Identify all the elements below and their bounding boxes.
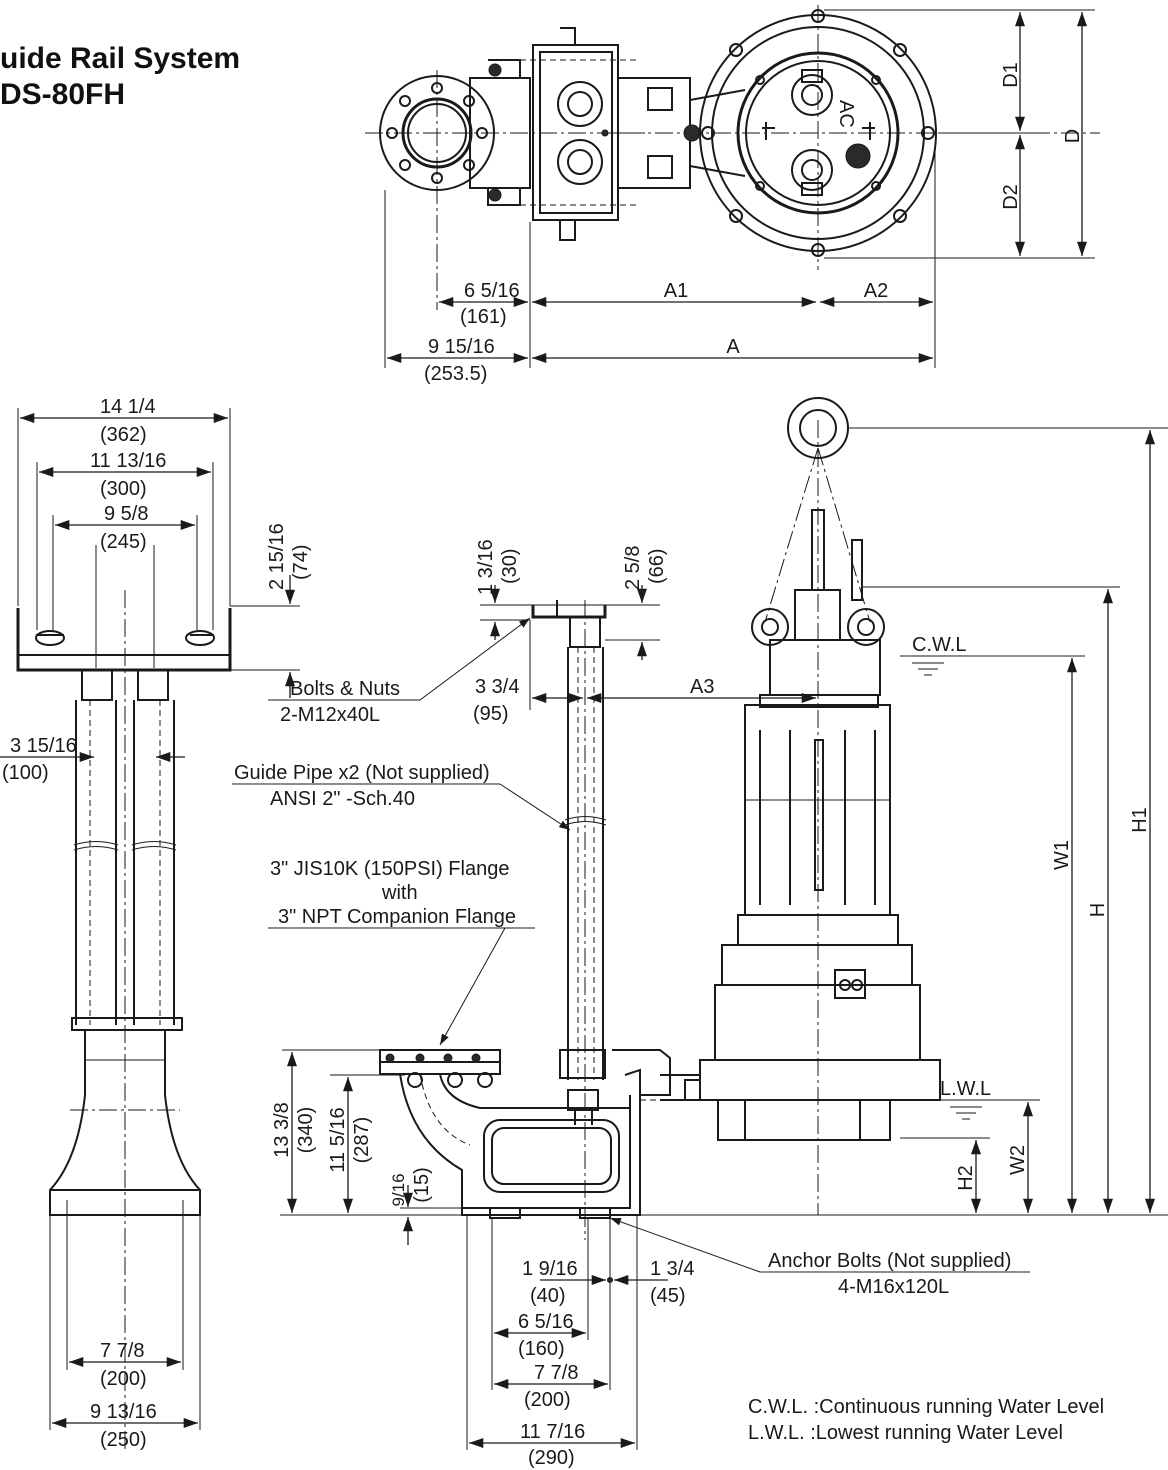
callout-bolts-line1: Bolts & Nuts xyxy=(290,678,400,700)
side-base xyxy=(49,1017,201,1216)
base2-mm: (200) xyxy=(524,1389,571,1411)
flange-offset-mm: (161) xyxy=(460,306,507,328)
top-view: AC D1 D2 D A1 A2 A 6 5/16 xyxy=(365,5,1100,385)
base-outer-mm: (250) xyxy=(100,1429,147,1451)
base1-inch: 6 5/16 xyxy=(518,1311,574,1333)
callout-flange-line3: 3" NPT Companion Flange xyxy=(278,906,516,928)
side-guide-pipes xyxy=(73,669,177,1025)
callout-bolts-line2: 2-M12x40L xyxy=(280,704,380,726)
front-guide-pipe xyxy=(531,600,607,1080)
a3-dimension-group: 3 3/4 (95) A3 1 3/16 (30) 2 5/8 (66) xyxy=(473,539,816,725)
dimension-h2-label: H2 xyxy=(955,1165,977,1191)
guide-block-top xyxy=(469,27,746,241)
water-levels: C.W.L L.W.L xyxy=(862,586,1120,1139)
pipe-spacing-mm: (100) xyxy=(2,762,49,784)
flange-height-dimensions: 13 3/8 (340) 11 5/16 (287) 9/16 (15) xyxy=(271,1049,462,1245)
pipe-spacing-inch: 3 15/16 xyxy=(10,735,77,757)
width-mid-inch: 11 13/16 xyxy=(90,450,166,472)
base-bottom-dimensions: 1 9/16 (40) 1 3/4 (45) 6 5/16 (160) 7 7/… xyxy=(466,1207,694,1469)
base3-mm: (290) xyxy=(528,1447,575,1469)
callout-flange-line2: with xyxy=(381,882,418,904)
callout-guide-line1: Guide Pipe x2 (Not supplied) xyxy=(234,762,490,784)
flange-height-mm: (340) xyxy=(295,1107,317,1154)
bracket-height-dimension: 2 15/16 (74) xyxy=(230,523,312,698)
front-view: 3 3/4 (95) A3 1 3/16 (30) 2 5/8 (66) C.W… xyxy=(232,397,1168,1469)
side-width-dimensions: 14 1/4 (362) 11 13/16 (300) 9 5/8 (245) xyxy=(17,396,231,668)
pump-motor-top: AC xyxy=(699,9,937,257)
base1-mm: (160) xyxy=(518,1338,565,1360)
flange-offset-inch-whole: 6 5/16 xyxy=(464,280,520,302)
top-gap-inch: 1 3/16 xyxy=(475,539,497,595)
flange-height-inch: 13 3/8 xyxy=(271,1102,293,1158)
bracket-height-inch: 2 15/16 xyxy=(266,523,288,590)
top-offset-inch: 2 5/8 xyxy=(622,546,644,590)
height-dimensions: W1 H H1 W2 H2 xyxy=(955,430,1156,1213)
anchor1-mm: (40) xyxy=(530,1285,566,1307)
foot-mm: (15) xyxy=(411,1167,433,1203)
base2-inch: 7 7/8 xyxy=(534,1362,578,1384)
dimension-a-label: A xyxy=(726,336,740,358)
anchor2-inch: 1 3/4 xyxy=(650,1258,694,1280)
bolt-offset-mm: (95) xyxy=(473,703,509,725)
front-top-bracket xyxy=(531,605,607,619)
base-inner-mm: (200) xyxy=(100,1368,147,1390)
callout-flange-line1: 3" JIS10K (150PSI) Flange xyxy=(270,858,509,880)
bolt-offset-inch: 3 3/4 xyxy=(475,676,519,698)
callouts: Bolts & Nuts 2-M12x40L Guide Pipe x2 (No… xyxy=(232,617,1030,1298)
width-mid-mm: (300) xyxy=(100,478,147,500)
base-inner-inch: 7 7/8 xyxy=(100,1340,144,1362)
legend-cwl-definition: C.W.L. :Continuous running Water Level xyxy=(748,1396,1104,1418)
width-outer-inch: 14 1/4 xyxy=(100,396,156,418)
anchor2-mm: (45) xyxy=(650,1285,686,1307)
dimension-d1-label: D1 xyxy=(1000,62,1022,88)
base-outer-inch: 9 13/16 xyxy=(90,1401,157,1423)
base3-inch: 11 7/16 xyxy=(520,1421,585,1443)
cwl-label: C.W.L xyxy=(912,634,966,656)
callout-guide-line2: ANSI 2" -Sch.40 xyxy=(270,788,415,810)
outlet-height-mm: (287) xyxy=(351,1117,373,1164)
flange-offset-inch: 6 5/16 xyxy=(464,280,520,302)
outlet-height-inch: 11 5/16 xyxy=(327,1107,349,1172)
dimension-a1-label: A1 xyxy=(664,280,688,302)
legend-lwl-definition: L.W.L. :Lowest running Water Level xyxy=(748,1422,1063,1444)
side-base-dimensions: 7 7/8 (200) 9 13/16 (250) xyxy=(49,1200,201,1451)
flange-total-mm: (253.5) xyxy=(424,363,487,385)
dimension-w1-label: W1 xyxy=(1051,840,1073,870)
top-gap-mm: (30) xyxy=(499,548,521,584)
foot-inch: 9/16 xyxy=(389,1173,408,1206)
lifting-eye xyxy=(764,397,1168,623)
side-view: 14 1/4 (362) 11 13/16 (300) 9 5/8 (245) … xyxy=(0,396,312,1451)
width-inner-inch: 9 5/8 xyxy=(104,503,148,525)
bracket-height-mm: (74) xyxy=(290,544,312,580)
side-bracket xyxy=(16,608,232,672)
dimension-a-group: A1 A2 A 6 5/16 (161) 9 15/16 (253.5) xyxy=(384,150,936,385)
flange-total-inch: 9 15/16 xyxy=(428,336,495,358)
water-level-legend: C.W.L. :Continuous running Water Level L… xyxy=(748,1396,1104,1444)
callout-anchor-line1: Anchor Bolts (Not supplied) xyxy=(768,1250,1011,1272)
discharge-elbow-base xyxy=(379,1049,770,1216)
pipe-spacing-dimension: 3 15/16 (100) xyxy=(0,735,185,784)
dimension-d-label: D xyxy=(1062,129,1084,143)
width-outer-mm: (362) xyxy=(100,424,147,446)
dimension-a2-label: A2 xyxy=(864,280,888,302)
dimension-d2-label: D2 xyxy=(1000,184,1022,210)
callout-anchor-line2: 4-M16x120L xyxy=(838,1276,949,1298)
dimension-h1-label: H1 xyxy=(1129,807,1151,833)
top-offset-mm: (66) xyxy=(646,548,668,584)
nameplate-label: AC xyxy=(835,100,857,128)
anchor1-inch: 1 9/16 xyxy=(522,1258,578,1280)
pump-body-front xyxy=(660,509,941,1141)
title-line-2: DS-80FH xyxy=(0,78,125,111)
dimension-w2-label: W2 xyxy=(1007,1145,1029,1175)
drawing-title: uide Rail System DS-80FH xyxy=(0,42,240,111)
lwl-label: L.W.L xyxy=(940,1078,991,1100)
dimension-h-label: H xyxy=(1087,903,1109,917)
width-inner-mm: (245) xyxy=(100,531,147,553)
dimension-d-group: D1 D2 D xyxy=(824,9,1095,259)
dimension-a3-label: A3 xyxy=(690,676,714,698)
title-line-1: uide Rail System xyxy=(0,42,240,75)
